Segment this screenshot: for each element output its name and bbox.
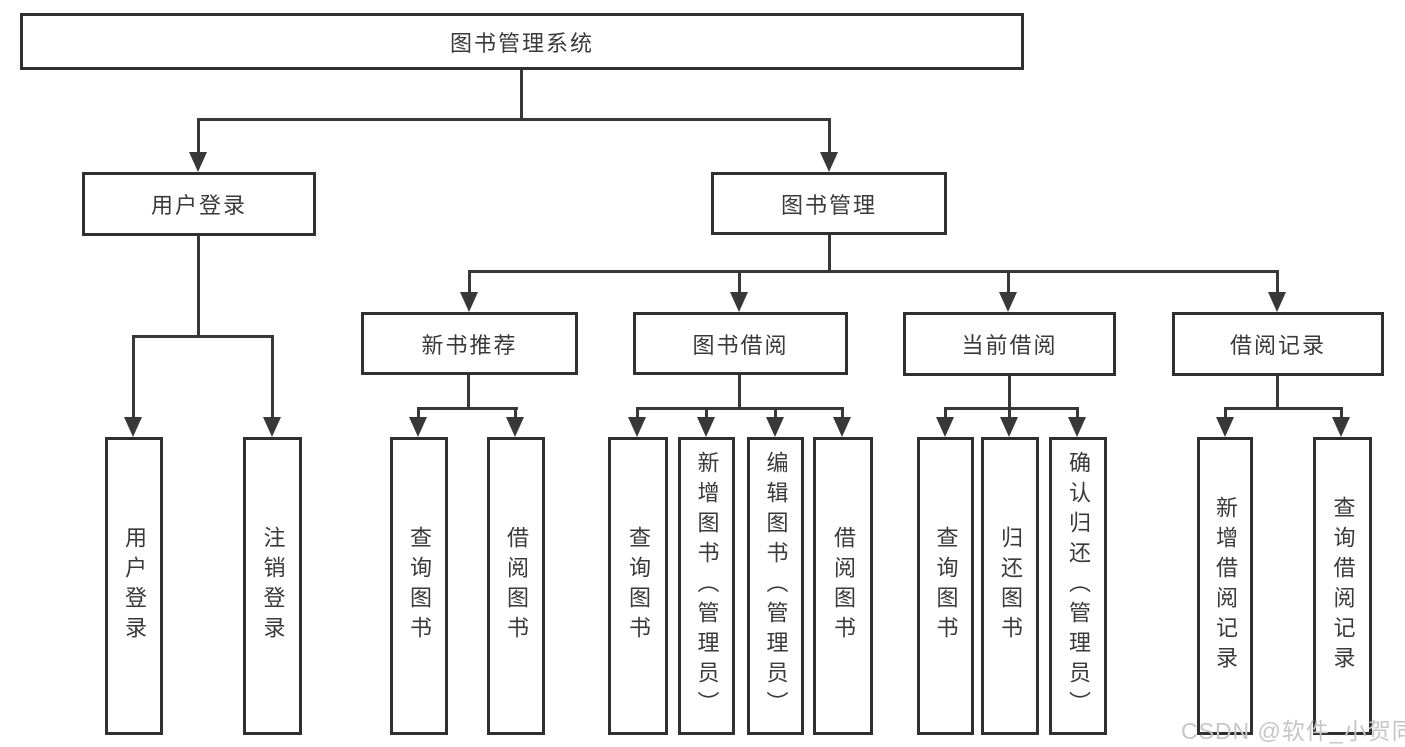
node-label: 借阅图书: [831, 526, 856, 646]
node-label: 图书管理: [780, 192, 877, 218]
connector-line: [1224, 407, 1342, 410]
arrowhead-down: [628, 417, 646, 437]
node-label: 借阅图书: [504, 526, 529, 646]
connector-line: [1276, 270, 1279, 294]
arrowhead-down: [263, 417, 281, 437]
leaf-user-login: 用户登录: [105, 437, 163, 735]
connector-line: [944, 407, 947, 419]
node-label: 新增借阅记录: [1213, 496, 1238, 676]
leaf-borrow-books-recommend: 借阅图书: [487, 437, 545, 735]
arrowhead-down: [1332, 417, 1350, 437]
connector-line: [417, 407, 518, 410]
node-label: 查询图书: [407, 526, 432, 646]
arrowhead-down: [730, 292, 748, 312]
connector-line: [636, 407, 639, 419]
leaf-add-book-admin: 新增图书（管理员）: [678, 437, 735, 735]
arrowhead-down: [506, 417, 524, 437]
arrowhead-down: [833, 417, 851, 437]
connector-line: [705, 407, 708, 419]
node-label: 确认归还（管理员）: [1066, 451, 1091, 721]
connector-line: [132, 335, 274, 338]
leaf-confirm-return-admin: 确认归还（管理员）: [1049, 437, 1107, 735]
connector-line: [1008, 376, 1011, 409]
node-label: 注销登录: [260, 526, 286, 646]
node-label: 当前借阅: [961, 333, 1058, 358]
arrowhead-down: [766, 417, 784, 437]
leaf-query-books-current: 查询图书: [917, 437, 974, 735]
connector-line: [132, 335, 135, 417]
arrowhead-down: [124, 417, 142, 437]
node-library-management-system: 图书管理系统: [20, 13, 1024, 70]
arrowhead-down: [1000, 417, 1018, 437]
connector-line: [1007, 270, 1010, 294]
arrowhead-down: [1068, 417, 1086, 437]
connector-line: [468, 270, 471, 294]
arrowhead-down: [189, 152, 207, 172]
arrowhead-down: [1216, 417, 1234, 437]
node-label: 归还图书: [998, 526, 1023, 646]
connector-line: [467, 375, 470, 409]
connector-line: [520, 70, 523, 119]
connector-line: [1008, 407, 1011, 419]
node-label: 查询借阅记录: [1330, 496, 1356, 676]
arrowhead-down: [697, 417, 715, 437]
leaf-edit-book-admin: 编辑图书（管理员）: [747, 437, 804, 735]
connector-line: [738, 270, 741, 294]
connector-line: [1076, 407, 1079, 419]
arrowhead-down: [999, 292, 1017, 312]
node-label: 图书管理系统: [449, 30, 594, 56]
connector-line: [828, 235, 831, 273]
connector-line: [197, 118, 831, 121]
arrowhead-down: [1268, 292, 1286, 312]
connector-line: [271, 335, 274, 417]
connector-line: [1224, 407, 1227, 419]
connector-line: [636, 407, 844, 410]
node-label: 用户登录: [122, 526, 147, 646]
node-label: 编辑图书（管理员）: [763, 451, 789, 721]
node-label: 查询图书: [626, 526, 651, 646]
connector-line: [197, 118, 200, 154]
node-current-borrowing: 当前借阅: [903, 312, 1116, 376]
connector-line: [841, 407, 844, 419]
node-borrowing-records: 借阅记录: [1172, 312, 1384, 376]
leaf-query-books-borrowing: 查询图书: [608, 437, 668, 735]
leaf-query-borrow-record: 查询借阅记录: [1313, 437, 1372, 735]
connector-line: [1340, 407, 1343, 419]
arrowhead-down: [460, 292, 478, 312]
connector-line: [1276, 376, 1279, 409]
leaf-add-borrow-record: 新增借阅记录: [1197, 437, 1253, 735]
connector-line: [944, 407, 1079, 410]
node-book-management: 图书管理: [711, 172, 947, 235]
leaf-borrow-books: 借阅图书: [813, 437, 873, 735]
connector-line: [468, 270, 1279, 273]
leaf-logout: 注销登录: [243, 437, 302, 735]
connector-line: [417, 407, 420, 419]
node-book-borrowing: 图书借阅: [633, 312, 848, 375]
node-label: 查询图书: [933, 526, 959, 646]
node-label: 借阅记录: [1229, 333, 1326, 358]
connector-line: [197, 235, 200, 338]
node-new-book-recommend: 新书推荐: [361, 312, 578, 375]
connector-line: [774, 407, 777, 419]
arrowhead-down: [936, 417, 954, 437]
leaf-query-books-recommend: 查询图书: [390, 437, 448, 735]
connector-line: [738, 375, 741, 409]
csdn-watermark: CSDN @软件_小贺同学: [1181, 718, 1405, 744]
arrowhead-down: [820, 152, 838, 172]
node-label: 新书推荐: [421, 332, 518, 358]
connector-line: [828, 118, 831, 154]
leaf-return-books: 归还图书: [981, 437, 1039, 735]
arrowhead-down: [409, 417, 427, 437]
node-label: 图书借阅: [692, 332, 789, 358]
node-label: 用户登录: [150, 193, 247, 218]
node-label: 新增图书（管理员）: [694, 451, 720, 721]
node-user-login: 用户登录: [82, 172, 316, 236]
connector-line: [514, 407, 517, 419]
